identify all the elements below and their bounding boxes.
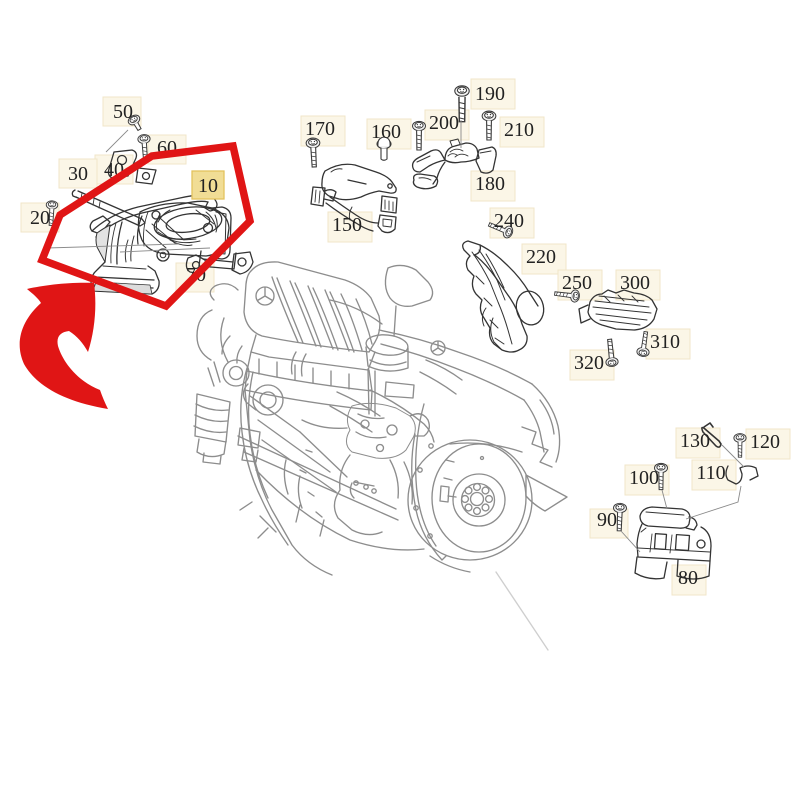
svg-text:210: 210 (504, 119, 534, 141)
svg-text:10: 10 (198, 175, 218, 197)
svg-text:30: 30 (68, 163, 88, 185)
svg-text:250: 250 (562, 272, 592, 294)
svg-text:110: 110 (696, 462, 725, 484)
svg-text:160: 160 (371, 121, 401, 143)
svg-text:50: 50 (113, 101, 133, 123)
svg-text:320: 320 (574, 352, 604, 374)
svg-text:310: 310 (650, 331, 680, 353)
svg-text:240: 240 (494, 210, 524, 232)
svg-text:20: 20 (30, 207, 50, 229)
svg-text:170: 170 (305, 118, 335, 140)
svg-text:80: 80 (678, 567, 698, 589)
svg-text:120: 120 (750, 431, 780, 453)
svg-text:220: 220 (526, 246, 556, 268)
svg-text:130: 130 (680, 430, 710, 452)
svg-text:200: 200 (429, 112, 459, 134)
svg-text:90: 90 (597, 509, 617, 531)
svg-text:180: 180 (475, 173, 505, 195)
svg-text:100: 100 (629, 467, 659, 489)
svg-text:300: 300 (620, 272, 650, 294)
svg-text:150: 150 (332, 214, 362, 236)
svg-text:190: 190 (475, 83, 505, 105)
